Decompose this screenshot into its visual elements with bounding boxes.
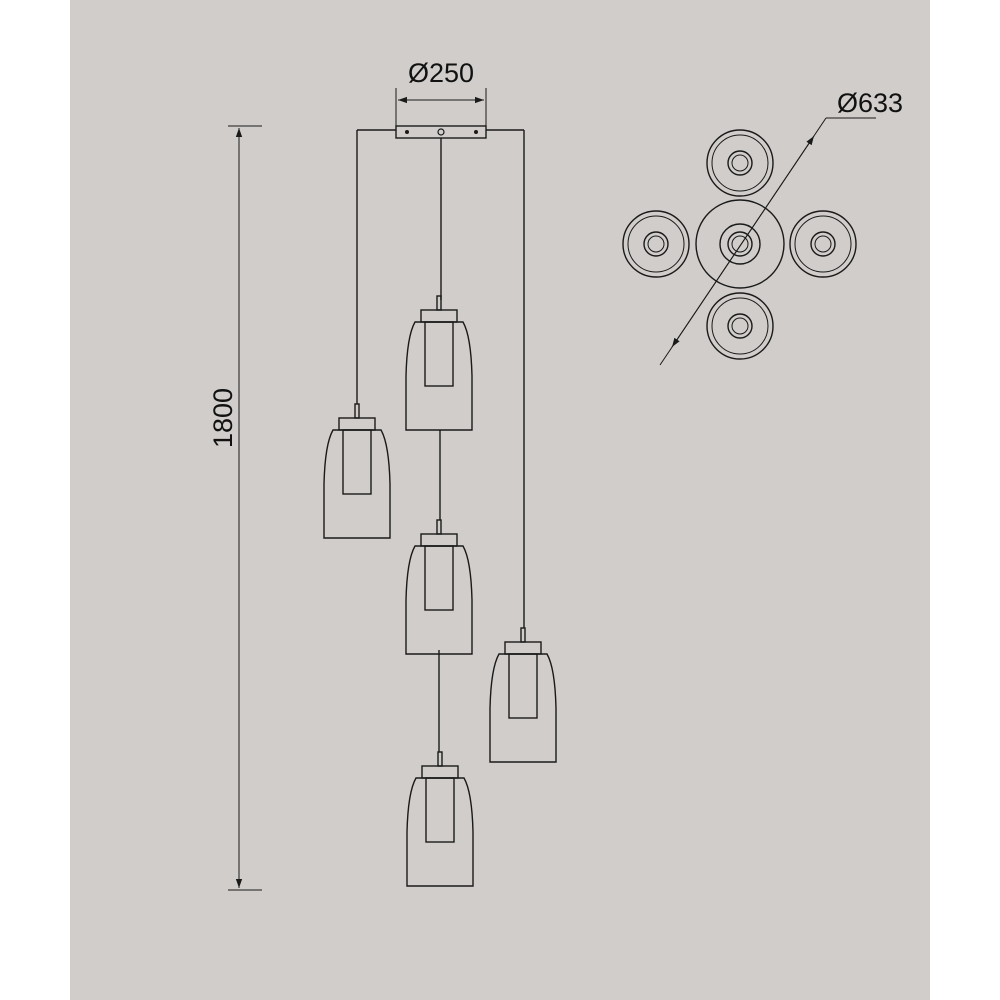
spread-diameter-label: Ø633 bbox=[837, 88, 903, 118]
shade-right bbox=[489, 627, 557, 763]
shade-bottom bbox=[406, 751, 474, 887]
height-dimension: 1800 bbox=[208, 125, 262, 891]
drawing-background bbox=[70, 0, 930, 1000]
shade-left bbox=[323, 403, 391, 539]
shade-middle bbox=[405, 519, 473, 655]
canopy-dimension: Ø250 bbox=[395, 58, 487, 126]
suspension-cables bbox=[356, 130, 525, 752]
pendant-shades bbox=[323, 295, 557, 887]
height-label: 1800 bbox=[208, 388, 238, 448]
spread-dimension: Ø633 bbox=[659, 88, 903, 366]
shade-top bbox=[405, 295, 473, 431]
canopy-diameter-label: Ø250 bbox=[408, 58, 474, 88]
